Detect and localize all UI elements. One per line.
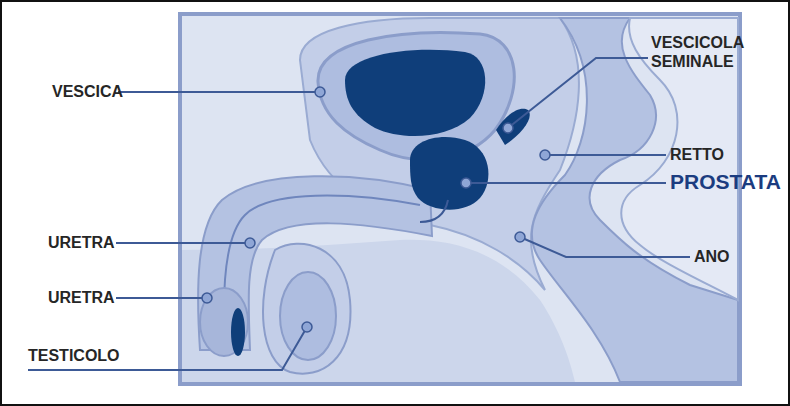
leader-dot — [245, 238, 255, 248]
leader-dot — [315, 87, 325, 97]
part-label: ANO — [694, 247, 784, 266]
leader-line — [116, 297, 207, 299]
testicle-shape — [280, 272, 336, 360]
urethra-opening — [231, 308, 245, 356]
duct-line — [420, 200, 448, 222]
bladder-shape — [318, 33, 514, 160]
part-label: RETTO — [670, 145, 780, 164]
leader-line — [508, 58, 648, 128]
leader-line — [118, 91, 320, 93]
part-label: VESCICOLA SEMINALE — [651, 33, 771, 71]
leader-lines — [28, 58, 690, 370]
glans-shape — [200, 288, 248, 356]
leader-dot — [515, 232, 525, 242]
leader-dot — [202, 293, 212, 303]
leader-line — [520, 237, 690, 257]
part-label: URETRA — [48, 233, 148, 252]
leader-dots — [202, 87, 550, 332]
leader-dot — [302, 322, 312, 332]
leader-line — [545, 154, 666, 156]
bladder-interior — [345, 50, 485, 136]
part-label: VESCICA — [52, 82, 172, 101]
rectum-shape — [532, 18, 738, 382]
leader-dot — [540, 150, 550, 160]
scrotum-shape — [263, 244, 350, 374]
highlight-label: PROSTATA — [670, 170, 788, 194]
leader-dot — [503, 123, 513, 133]
leader-dot — [461, 178, 471, 188]
part-label: URETRA — [48, 288, 148, 307]
leader-line — [28, 327, 307, 370]
part-label: TESTICOLO — [28, 346, 158, 365]
leader-line — [466, 182, 666, 184]
leader-line — [116, 242, 250, 244]
prostate-shape — [410, 137, 488, 210]
